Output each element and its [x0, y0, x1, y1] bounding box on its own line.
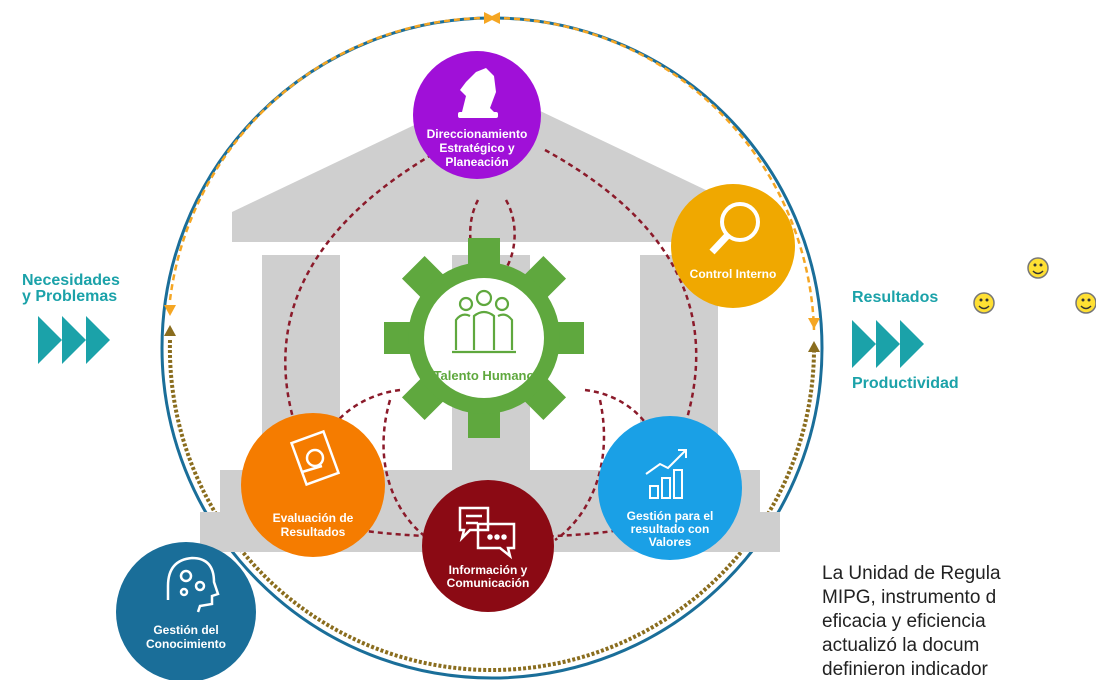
magnifier-icon: [709, 202, 760, 255]
gestion-valores-circle[interactable]: Gestión para el resultado con Valores: [598, 416, 742, 560]
conocimiento-label-1: Gestión del: [153, 623, 218, 637]
chess-knight-icon: [458, 68, 498, 118]
description-paragraph: La Unidad de Regula MIPG, instrumento d …: [822, 562, 1096, 680]
gestion-valores-label-1: Gestión para el: [627, 509, 714, 523]
evaluacion-circle[interactable]: Evaluación de Resultados: [241, 413, 385, 557]
clipboard-report-icon: [289, 429, 341, 487]
direccionamiento-label-3: Planeación: [445, 155, 508, 169]
outer-ring: [160, 12, 824, 680]
triple-arrow-icon: [38, 316, 110, 364]
direccionamiento-label-1: Direccionamiento: [427, 127, 528, 141]
resultados-label: Resultados: [852, 289, 938, 306]
necesidades-label-2: y Problemas: [22, 288, 117, 305]
direccionamiento-circle[interactable]: Direccionamiento Estratégico y Planeació…: [413, 51, 541, 179]
paragraph-line: La Unidad de Regula: [822, 563, 1001, 584]
informacion-label-2: Comunicación: [447, 576, 530, 590]
paragraph-line: actualizó la docum: [822, 635, 980, 656]
triple-arrow-icon: [852, 320, 924, 368]
conocimiento-circle[interactable]: Gestión del Conocimiento: [116, 542, 256, 680]
informacion-label-1: Información y: [449, 563, 528, 577]
control-interno-circle[interactable]: Control Interno: [671, 184, 795, 308]
chat-bubbles-icon: [458, 506, 516, 560]
input-necesidades: Necesidades y Problemas: [22, 272, 120, 364]
control-interno-label: Control Interno: [690, 267, 777, 281]
output-resultados: Resultados Productividad: [852, 289, 959, 392]
evaluacion-label-2: Resultados: [281, 525, 346, 539]
smiley-icon: [1027, 257, 1049, 279]
paragraph-line: definieron indicador: [822, 659, 988, 680]
paragraph-line: eficacia y eficiencia: [822, 611, 986, 632]
growth-chart-icon: [645, 449, 687, 499]
smiley-icon: [1075, 292, 1096, 314]
gestion-valores-label-3: Valores: [649, 535, 692, 549]
talento-humano-gear: Talento Humano: [384, 238, 584, 438]
head-gears-icon: [166, 556, 220, 613]
necesidades-label-1: Necesidades: [22, 272, 120, 289]
smiley-icon: [973, 292, 995, 314]
gestion-valores-label-2: resultado con: [631, 522, 710, 536]
productividad-label: Productividad: [852, 375, 959, 392]
people-group-icon: [452, 289, 516, 354]
conocimiento-label-2: Conocimiento: [146, 637, 226, 651]
evaluacion-label-1: Evaluación de: [273, 511, 354, 525]
smiley-group: [973, 257, 1096, 314]
informacion-circle[interactable]: Información y Comunicación: [422, 480, 554, 612]
paragraph-line: MIPG, instrumento d: [822, 587, 997, 608]
center-label: Talento Humano: [434, 368, 535, 383]
direccionamiento-label-2: Estratégico y: [439, 141, 515, 155]
